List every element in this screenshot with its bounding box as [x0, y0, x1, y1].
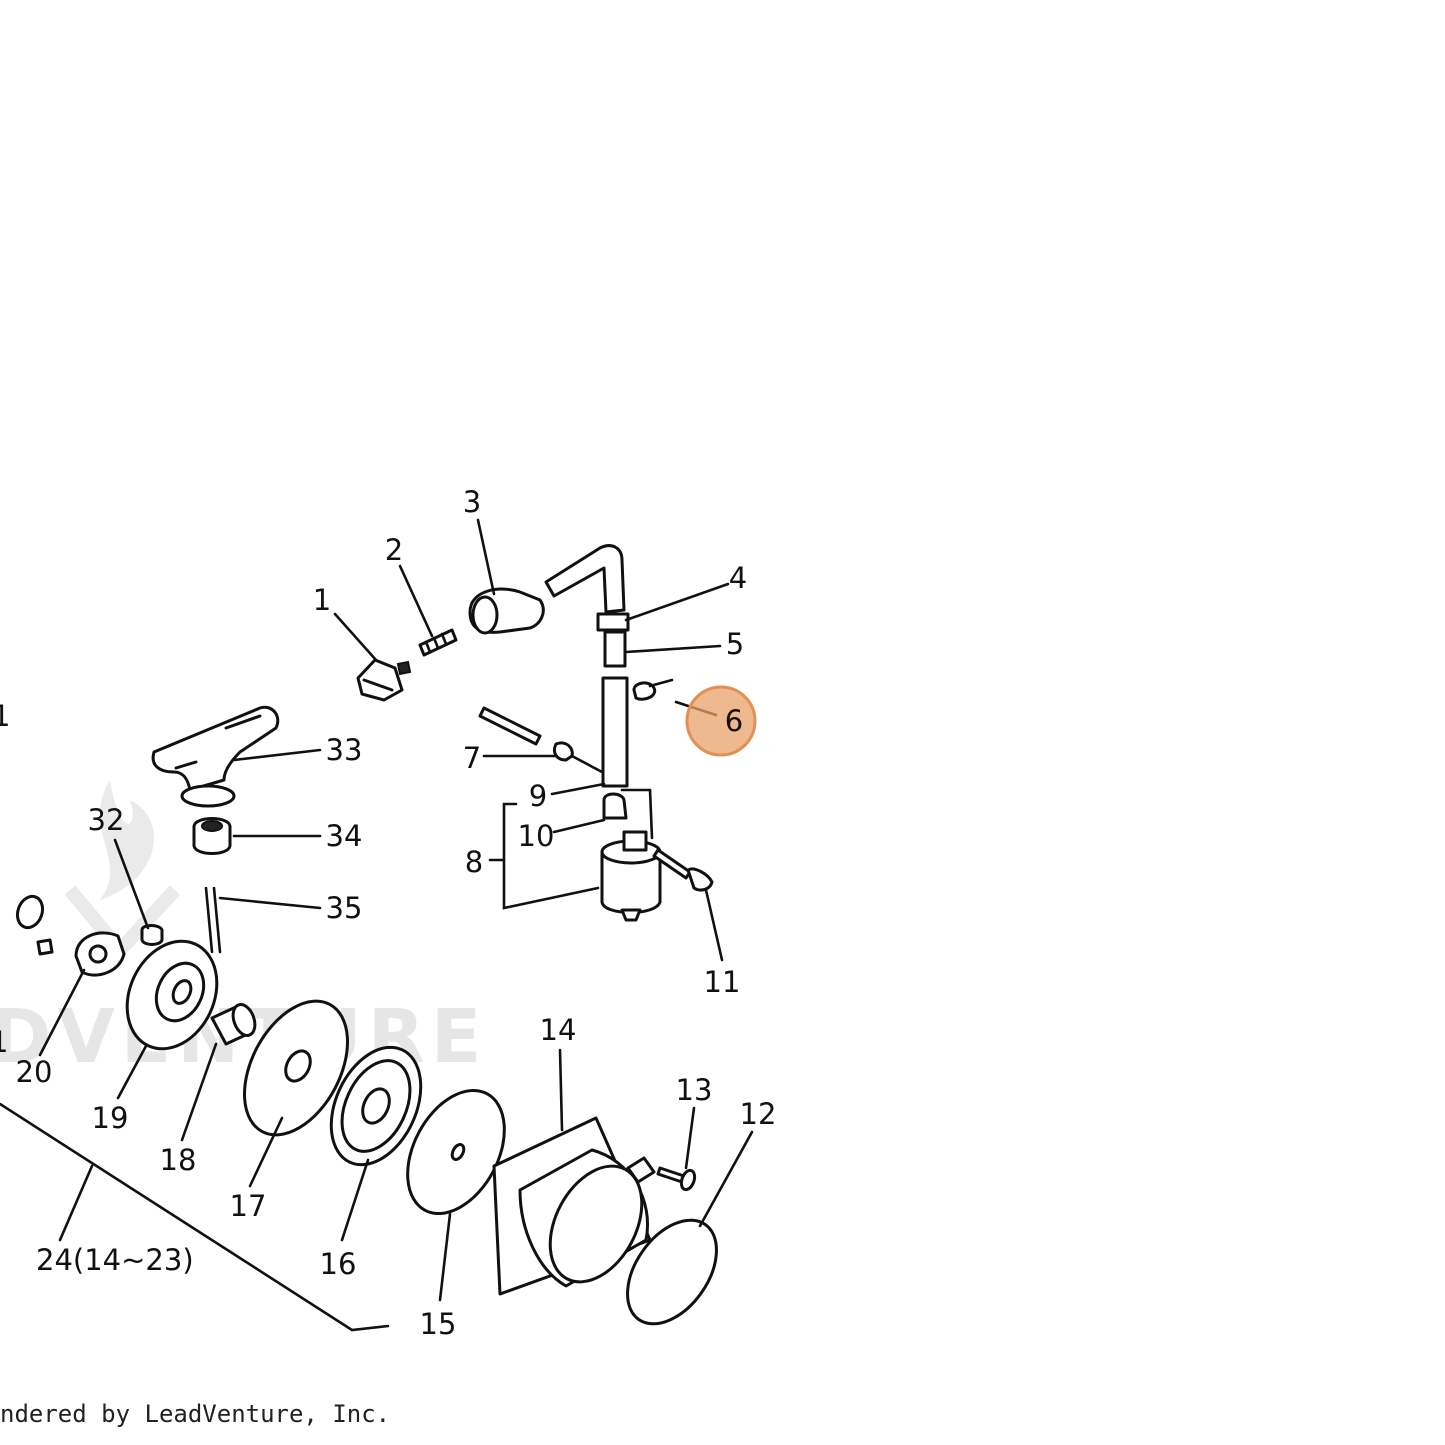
- callout-35[interactable]: 35: [326, 891, 363, 925]
- callout-14[interactable]: 14: [540, 1013, 577, 1047]
- callout-edge-b[interactable]: 1: [0, 1025, 8, 1059]
- part-10-grommet: [602, 788, 654, 840]
- callout-33[interactable]: 33: [326, 733, 363, 767]
- part-8-pump: [600, 830, 662, 922]
- callout-20[interactable]: 20: [16, 1055, 53, 1089]
- callout-12[interactable]: 12: [740, 1097, 777, 1131]
- callout-34[interactable]: 34: [326, 819, 363, 853]
- part-16-reel: [329, 1045, 423, 1167]
- callout-10[interactable]: 10: [518, 819, 555, 853]
- callout-18[interactable]: 18: [160, 1143, 197, 1177]
- part-11-bolt: [652, 848, 714, 892]
- callout-3[interactable]: 3: [463, 485, 481, 519]
- part-35-rope: [204, 886, 214, 954]
- part-3-cap: [468, 587, 545, 635]
- callout-15[interactable]: 15: [420, 1307, 457, 1341]
- callout-16[interactable]: 16: [320, 1247, 357, 1281]
- callout-11[interactable]: 11: [704, 965, 741, 999]
- callout-7[interactable]: 7: [463, 741, 481, 775]
- callout-19[interactable]: 19: [92, 1101, 129, 1135]
- flame-watermark-icon: [100, 780, 154, 900]
- part-18-roller: [210, 1003, 257, 1046]
- callout-17[interactable]: 17: [230, 1189, 267, 1223]
- callout-6[interactable]: 6: [725, 704, 743, 738]
- callout-8[interactable]: 8: [465, 845, 483, 879]
- part-2-spring: [418, 628, 458, 657]
- callout-13[interactable]: 13: [676, 1073, 713, 1107]
- part-12-oring: [626, 1218, 718, 1326]
- callout-5[interactable]: 5: [726, 627, 744, 661]
- left-edge-parts: [15, 894, 54, 956]
- part-32-bushing: [140, 924, 164, 946]
- callout-4[interactable]: 4: [729, 561, 747, 595]
- callout-9[interactable]: 9: [529, 779, 547, 813]
- part-17-plate: [243, 999, 349, 1137]
- leader-lines: [0, 518, 754, 1332]
- footer-credit: ndered by LeadVenture, Inc.: [0, 1400, 391, 1428]
- callout-2[interactable]: 2: [385, 533, 403, 567]
- part-6-clip: [632, 678, 674, 701]
- part-34-nut: [192, 817, 232, 855]
- part-14-housing: [492, 1116, 656, 1296]
- part-13-bolt: [656, 1166, 697, 1192]
- highlight-marker[interactable]: [685, 685, 757, 757]
- part-19-pulley: [125, 939, 219, 1051]
- callout-1[interactable]: 1: [313, 583, 331, 617]
- part-20-cam: [74, 931, 126, 977]
- callout-edge-a[interactable]: 1: [0, 699, 10, 733]
- part-1-plug: [356, 658, 412, 702]
- part-7-cable: [478, 706, 604, 774]
- callout-24[interactable]: 24(14~23): [36, 1243, 194, 1277]
- part-4-5-9-tube: [544, 544, 630, 788]
- part-33-handle: [151, 705, 280, 808]
- callout-32[interactable]: 32: [88, 803, 125, 837]
